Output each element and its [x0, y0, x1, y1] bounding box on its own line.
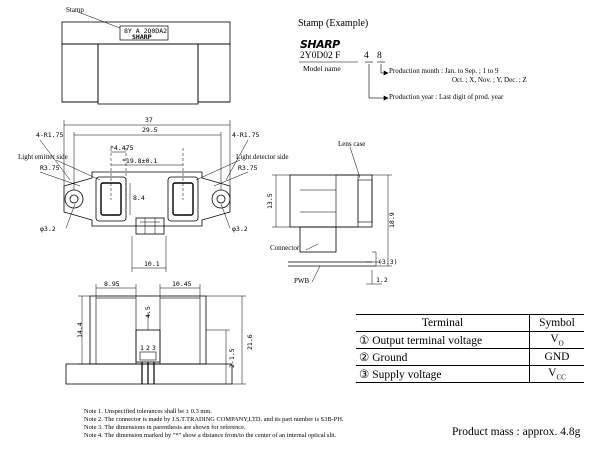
dim-37: 37	[145, 116, 153, 124]
terminal-symbol: V	[548, 366, 557, 379]
stamp-example-leaders	[299, 61, 389, 101]
dim-r175-left: 4-R1.75	[36, 131, 63, 139]
terminal-name: Supply voltage	[372, 369, 442, 381]
production-month-desc: Production month : Jan. to Sep. ; 1 to 9	[389, 67, 499, 75]
dim-14-4: 14.4	[76, 322, 84, 338]
side-view	[272, 146, 392, 285]
terminal-symbol: V	[550, 332, 559, 345]
pin-1-label: 1	[140, 344, 144, 352]
stamp-example-year-digit: 8	[377, 51, 382, 61]
note-4: Note 4. The dimension marked by "*" show…	[84, 432, 337, 439]
dim-r375-left: R3.75	[40, 164, 60, 172]
production-year-desc: Production year : Last digit of prod. ye…	[389, 93, 504, 101]
terminal-table: Terminal Symbol ① Output terminal voltag…	[356, 314, 584, 383]
dim-r175-right: 4-R1.75	[232, 131, 259, 139]
dim-phi32-left: φ3.2	[40, 225, 56, 233]
stamp-example-brand: SHARP	[300, 38, 340, 51]
top-view	[61, 11, 231, 105]
pin-3-label: 3	[152, 344, 156, 352]
note-1: Note 1. Unspecified tolerances shall be …	[84, 408, 212, 415]
product-mass: Product mass : approx. 4.8g	[452, 426, 581, 438]
dim-29-5: 29.5	[142, 126, 158, 134]
model-name-label: Model name	[303, 64, 341, 73]
pwb-label: PWB	[294, 277, 310, 285]
table-row: ① Output terminal voltage VO	[356, 331, 584, 349]
terminal-name: Output terminal voltage	[372, 335, 483, 347]
table-row: ③ Supply voltage VCC	[356, 365, 584, 383]
connector-label: Connector	[270, 244, 300, 252]
dim-19-8: *19.8±0.1	[122, 157, 157, 165]
terminal-table-header: Terminal Symbol	[356, 314, 584, 332]
stamp-line-1: 8Y A 2Q0DA2	[124, 27, 167, 35]
production-month-desc-2: Oct. ; X, Nov. ; Y, Dec. ; Z	[452, 76, 527, 84]
dim-21-6: 21.6	[246, 334, 254, 350]
light-emitter-label: Light emitter side	[18, 153, 68, 161]
stamp-example-title: Stamp (Example)	[298, 18, 369, 29]
terminal-number: ①	[359, 335, 370, 347]
dim-8-4: 8.4	[133, 194, 145, 202]
pin-2-label: 2	[146, 344, 150, 352]
terminal-symbol-sub: O	[558, 339, 564, 348]
stamp-example-month-digit: 4	[364, 51, 369, 61]
dim-phi32-right: φ3.2	[232, 225, 248, 233]
note-2: Note 2. The connector is made by J.S.T.T…	[84, 416, 344, 423]
header-terminal: Terminal	[356, 314, 530, 332]
terminal-symbol-sub: CC	[556, 373, 566, 382]
lens-case-label: Lens case	[338, 140, 365, 148]
bottom-view	[65, 284, 246, 385]
terminal-name: Ground	[372, 352, 408, 364]
dim-1-2: 1.2	[376, 276, 388, 284]
stamp-line-2: SHARP	[132, 33, 152, 41]
note-3: Note 3. The dimensions in parenthesis ar…	[84, 424, 246, 431]
front-view	[39, 120, 249, 272]
dim-8-95: 8.95	[104, 280, 120, 288]
dim-r375-right: R3.75	[238, 164, 258, 172]
notes-block: Note 1. Unspecified tolerances shall be …	[84, 408, 344, 440]
dim-2-1-5: 2-1.5	[228, 348, 236, 368]
stamp-example-model: 2Y0D02 F	[300, 51, 341, 61]
terminal-number: ③	[359, 369, 370, 381]
terminal-number: ②	[359, 352, 370, 364]
header-symbol: Symbol	[529, 314, 584, 332]
stamp-label: Stamp	[66, 6, 84, 14]
table-row: ② Ground GND	[356, 348, 584, 366]
dim-4-475: *4.475	[110, 144, 134, 152]
dim-18-9: 18.9	[388, 212, 396, 228]
dim-10-45: 10.45	[172, 280, 192, 288]
dim-10-1: 10.1	[144, 260, 160, 268]
light-detector-label: Light detector side	[236, 153, 288, 161]
dim-4-5: 4.5	[144, 306, 152, 318]
dim-13-5: 13.5	[266, 193, 274, 209]
terminal-symbol: GND	[544, 351, 570, 363]
dim-3-3: (3.3)	[378, 258, 398, 266]
